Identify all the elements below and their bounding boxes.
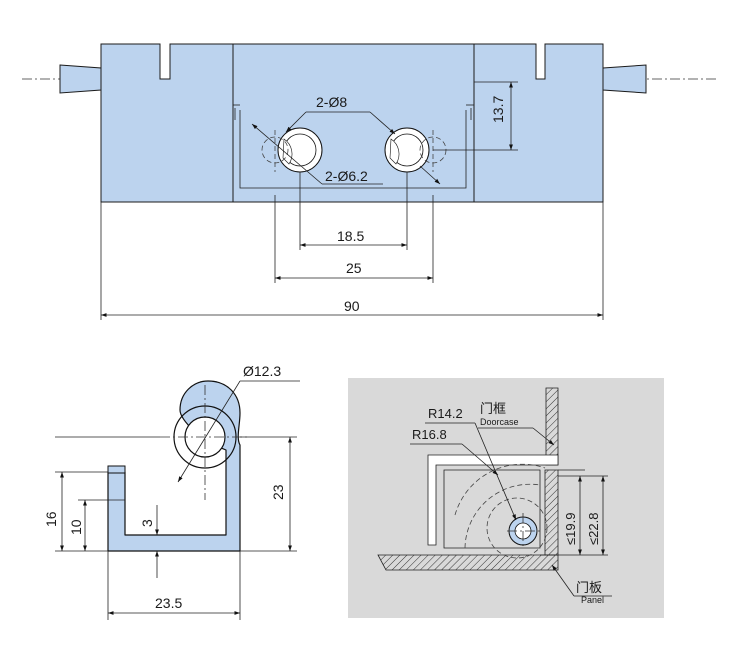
leaf-bend-line: [239, 110, 467, 189]
install-background: [348, 378, 664, 618]
panel-vertical: [544, 469, 559, 556]
middle-leaf: [232, 43, 475, 203]
dim-le-199: ≤19.9: [563, 513, 578, 545]
label-r142: R14.2: [428, 406, 463, 421]
side-view: Ø12.3 23 16 10 3 23.5: [43, 363, 300, 620]
panel-horizontal: [377, 554, 559, 571]
dim-outer-pitch: 25: [346, 260, 362, 276]
hinge-leaf-outer: [427, 454, 559, 546]
left-hole: [277, 127, 323, 173]
dim-total-length: 90: [344, 298, 360, 314]
label-doorcase-cn: 门框: [480, 401, 506, 416]
right-hole: [384, 127, 430, 173]
dim-thickness: 3: [139, 519, 155, 527]
label-panel-cn: 门板: [576, 580, 602, 595]
dim-le-228: ≤22.8: [586, 513, 601, 545]
dim-hole-height: 13.7: [490, 96, 506, 123]
dim-left-height-10: 10: [68, 519, 84, 535]
side-profile: [107, 380, 241, 552]
dim-knuckle-dia: Ø12.3: [243, 363, 281, 379]
doorcase-vertical: [545, 387, 559, 466]
dim-total-height: 23: [270, 484, 286, 500]
dim-width: 23.5: [155, 595, 182, 611]
hole-callout: 2-Ø8: [316, 94, 347, 110]
countersink-callout: 2-Ø6.2: [325, 168, 368, 184]
left-pin: [59, 64, 102, 94]
right-pin: [602, 64, 647, 94]
label-doorcase-en: Doorcase: [480, 417, 519, 427]
left-knuckle: [100, 43, 234, 203]
dim-hole-pitch: 18.5: [337, 228, 364, 244]
label-r168: R16.8: [412, 427, 447, 442]
right-knuckle: [473, 43, 604, 203]
front-view: 2-Ø8 2-Ø6.2 13.7 18.5 25 90: [22, 43, 718, 320]
dim-left-height-16: 16: [43, 511, 59, 527]
label-panel-en: Panel: [581, 595, 604, 605]
install-view: R14.2 R16.8 门框 Doorcase 门板 Panel ≤19.9 ≤…: [348, 378, 664, 618]
